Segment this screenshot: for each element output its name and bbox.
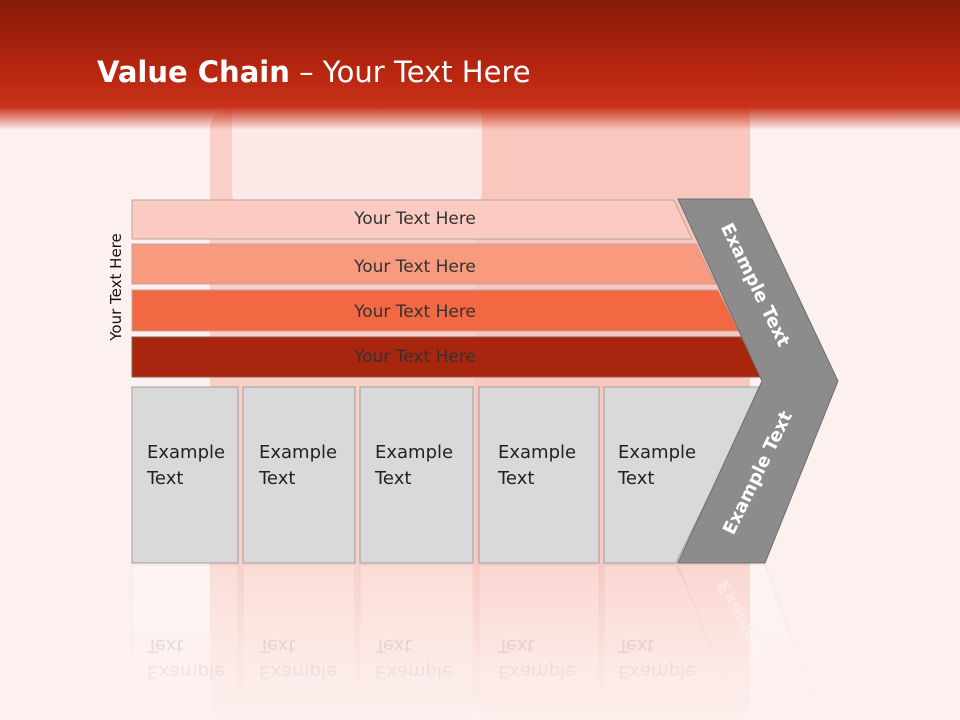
cell-text-4: Example Text bbox=[498, 440, 576, 492]
cell-4-line1: Example bbox=[498, 442, 577, 463]
cell-text-3: Example Text bbox=[375, 440, 453, 492]
cell-5-line2: Text bbox=[618, 468, 655, 489]
cell-text-1: Example Text bbox=[147, 440, 225, 492]
slide-title: Value Chain – Your Text Here bbox=[97, 55, 531, 89]
title-rest: – Your Text Here bbox=[289, 55, 531, 89]
row-label-2: Your Text Here bbox=[354, 257, 476, 277]
cell-4 bbox=[478, 386, 600, 564]
cell-text-5: Example Text bbox=[618, 440, 696, 492]
cell-3-line2: Text bbox=[375, 468, 412, 489]
row-label-1: Your Text Here bbox=[354, 209, 476, 229]
row-bar-2 bbox=[131, 243, 717, 285]
cell-4-line2: Text bbox=[498, 468, 535, 489]
side-label: Your Text Here bbox=[107, 233, 125, 341]
row-label-3: Your Text Here bbox=[354, 302, 476, 322]
cell-2-line1: Example bbox=[259, 442, 338, 463]
cell-1-line1: Example bbox=[147, 442, 226, 463]
cell-5-line1: Example bbox=[618, 442, 697, 463]
cell-3-line1: Example bbox=[375, 442, 454, 463]
title-bold: Value Chain bbox=[97, 55, 290, 89]
row-bar-1 bbox=[131, 199, 693, 240]
cell-2 bbox=[242, 386, 356, 564]
cell-2-line2: Text bbox=[259, 468, 296, 489]
header-bar bbox=[0, 0, 960, 130]
cell-1 bbox=[131, 386, 239, 564]
cell-3 bbox=[359, 386, 474, 564]
cell-text-2: Example Text bbox=[259, 440, 337, 492]
reflection-fade bbox=[0, 560, 960, 720]
cell-1-line2: Text bbox=[147, 468, 184, 489]
row-label-4: Your Text Here bbox=[354, 347, 476, 367]
